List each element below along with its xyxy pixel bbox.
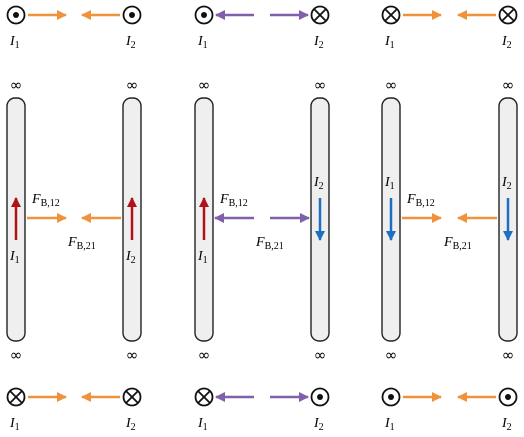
infinity-top-left: ∞ xyxy=(10,76,23,94)
bottom-right-current-cross-icon xyxy=(122,387,142,407)
infinity-bottom-right: ∞ xyxy=(126,346,139,364)
top-left-current-cross-icon xyxy=(381,5,401,25)
bottom-right-current-label: I2 xyxy=(125,416,136,433)
top-left-current-dot-icon xyxy=(6,5,26,25)
wire-left-current-label: I1 xyxy=(197,249,208,266)
infinity-top-right: ∞ xyxy=(314,76,327,94)
wire-left-current-label: I1 xyxy=(9,249,20,266)
bottom-right-current-label: I2 xyxy=(313,416,324,433)
force-label-left: FB,12 xyxy=(219,192,248,209)
force-label-left: FB,12 xyxy=(406,192,435,209)
bottom-right-current-dot-icon xyxy=(310,387,330,407)
bottom-left-current-label: I1 xyxy=(9,416,20,433)
wire-right-current-label: I2 xyxy=(501,175,512,192)
bottom-left-current-cross-icon xyxy=(6,387,26,407)
top-right-current-label: I2 xyxy=(501,34,512,51)
top-left-current-label: I1 xyxy=(384,34,395,51)
top-right-current-cross-icon xyxy=(310,5,330,25)
wire-right-current-label: I2 xyxy=(125,249,136,266)
top-right-current-dot-icon xyxy=(122,5,142,25)
force-label-right: FB,21 xyxy=(67,235,96,252)
infinity-bottom-right: ∞ xyxy=(502,346,515,364)
bottom-left-current-cross-icon xyxy=(194,387,214,407)
infinity-bottom-right: ∞ xyxy=(314,346,327,364)
bottom-right-current-dot-icon xyxy=(498,387,518,407)
top-left-current-label: I1 xyxy=(9,34,20,51)
wire-left-current-label: I1 xyxy=(384,175,395,192)
bottom-left-current-label: I1 xyxy=(384,416,395,433)
infinity-top-right: ∞ xyxy=(126,76,139,94)
infinity-bottom-left: ∞ xyxy=(198,346,211,364)
top-right-current-cross-icon xyxy=(498,5,518,25)
top-left-current-label: I1 xyxy=(197,34,208,51)
force-label-right: FB,21 xyxy=(255,235,284,252)
bottom-left-current-dot-icon xyxy=(381,387,401,407)
infinity-top-left: ∞ xyxy=(198,76,211,94)
infinity-top-right: ∞ xyxy=(502,76,515,94)
force-label-left: FB,12 xyxy=(31,192,60,209)
force-label-right: FB,21 xyxy=(443,235,472,252)
bottom-left-current-label: I1 xyxy=(197,416,208,433)
infinity-bottom-left: ∞ xyxy=(10,346,23,364)
infinity-top-left: ∞ xyxy=(385,76,398,94)
top-right-current-label: I2 xyxy=(125,34,136,51)
top-left-current-dot-icon xyxy=(194,5,214,25)
bottom-right-current-label: I2 xyxy=(501,416,512,433)
infinity-bottom-left: ∞ xyxy=(385,346,398,364)
top-right-current-label: I2 xyxy=(313,34,324,51)
wire-right-current-label: I2 xyxy=(313,175,324,192)
